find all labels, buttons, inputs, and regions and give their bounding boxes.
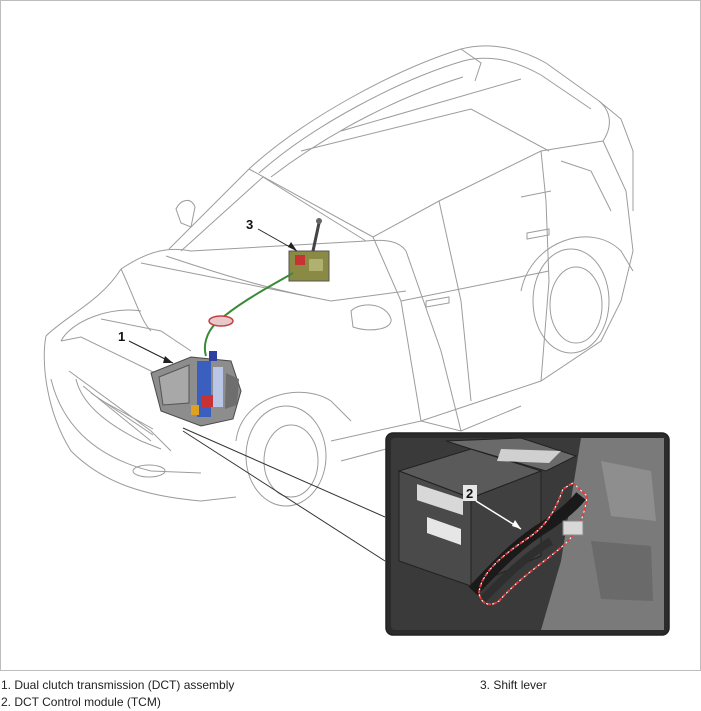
diagram-frame: 1 3 2	[0, 0, 701, 671]
shift-lever	[288, 218, 330, 282]
zoom-line-top	[182, 427, 386, 518]
zoom-line-bottom	[182, 430, 386, 562]
leader-arrow-3	[288, 242, 297, 251]
callout-2-bg	[463, 485, 477, 501]
legend-item-1: 1. Dual clutch transmission (DCT) assemb…	[1, 678, 235, 692]
callout-2: 2	[466, 486, 473, 501]
callout-3: 3	[246, 217, 253, 232]
vehicle-outline	[43, 45, 634, 507]
callout-1: 1	[118, 329, 125, 344]
cable-grommet	[208, 315, 234, 327]
inset-photo	[385, 432, 670, 636]
vehicle-diagram: 1 3 2	[43, 45, 670, 636]
leader-arrow-1	[163, 356, 173, 363]
leader-arrow-2	[512, 520, 521, 529]
legend-item-2: 2. DCT Control module (TCM)	[1, 695, 161, 709]
dct-assembly	[150, 351, 242, 427]
legend-item-3: 3. Shift lever	[480, 678, 547, 692]
shift-cable	[203, 272, 294, 357]
